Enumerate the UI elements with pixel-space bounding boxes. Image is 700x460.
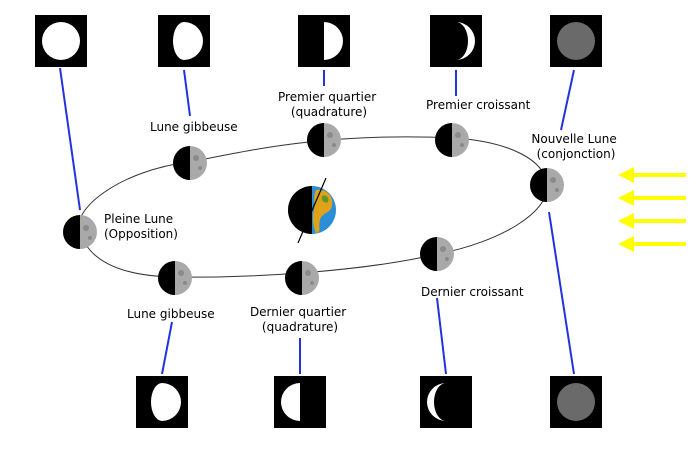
sunlight-arrow <box>618 236 686 252</box>
connector-line <box>161 321 173 375</box>
moon-lune-gibbeuse-bottom <box>158 261 192 295</box>
moon-dernier-croissant <box>420 237 454 271</box>
label-dernier-croissant: Dernier croissant <box>421 285 524 299</box>
sunlight-arrow <box>618 167 686 183</box>
moon-nouvelle-lune <box>530 168 564 202</box>
moon-lune-gibbeuse-top <box>173 146 207 180</box>
label-pleine-lune: Pleine Lune (Opposition) <box>104 212 178 241</box>
connector-line <box>183 69 191 117</box>
earth-icon <box>288 177 336 244</box>
connector-line <box>548 211 575 375</box>
moon-pleine-lune <box>63 215 97 249</box>
new-moon-icon <box>550 376 602 428</box>
connector-lines <box>59 67 575 375</box>
sunlight-arrow <box>618 190 686 206</box>
last-quarter-icon <box>274 376 326 428</box>
label-lune-gibbeuse-top: Lune gibbeuse <box>150 120 238 134</box>
waning-crescent-icon <box>420 376 472 428</box>
waxing-crescent-icon <box>430 15 482 67</box>
moon-premier-croissant <box>435 123 469 157</box>
label-lune-gibbeuse-bottom: Lune gibbeuse <box>127 307 215 321</box>
label-nouvelle-lune: Nouvelle Lune (conjonction) <box>531 132 620 161</box>
first-quarter-icon <box>298 15 350 67</box>
connector-line <box>59 67 81 211</box>
sunlight-arrows <box>618 167 686 252</box>
waxing-gibbous-icon <box>158 15 210 67</box>
moon-dernier-quartier <box>285 261 319 295</box>
label-premier-quartier: Premier quartier (quadrature) <box>278 90 380 119</box>
label-premier-croissant: Premier croissant <box>426 98 531 112</box>
connector-line <box>436 297 447 375</box>
moon-premier-quartier <box>307 123 341 157</box>
connector-line <box>560 69 575 131</box>
waning-gibbous-icon <box>136 376 188 428</box>
new-moon-icon <box>550 15 602 67</box>
sunlight-arrow <box>618 213 686 229</box>
full-moon-icon <box>35 15 87 67</box>
label-dernier-quartier: Dernier quartier (quadrature) <box>250 305 350 334</box>
